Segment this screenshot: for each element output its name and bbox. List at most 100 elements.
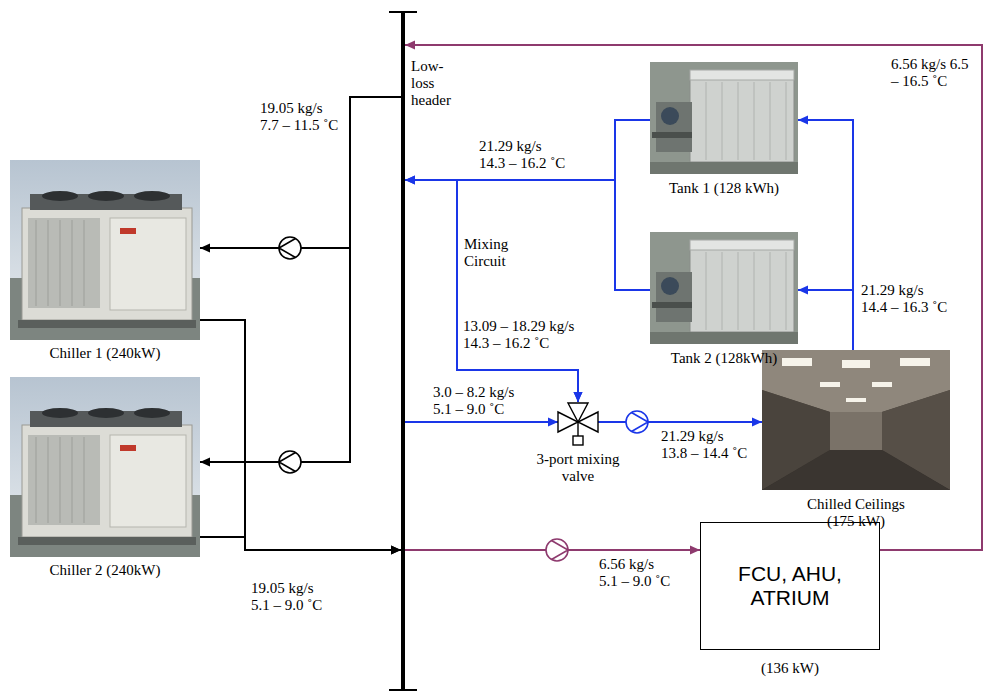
ceiling-photo-part [900,358,930,366]
pump-symbol-part [279,237,301,259]
pump-symbol [279,451,301,473]
arrow-head [405,176,415,185]
pipe-line [200,97,401,462]
ceiling-photo-part [872,382,892,387]
pump-symbol [546,539,568,561]
flow-label: 21.29 kg/s 14.3 – 16.2 ˚C [478,138,571,172]
pipe-connector [200,97,401,467]
pipe-connector [200,537,401,555]
pipe-connector [200,97,401,253]
circuit-label: Mixing Circuit [463,236,509,270]
chiller-photo-part [10,160,200,340]
arrow-head [391,546,401,555]
node-caption: (136 kW) [761,660,819,677]
arrow-head [391,546,401,555]
tank-photo [650,62,798,174]
storage-tank: Tank 2 (128kWh) [650,232,798,344]
pump-symbol-part [546,539,568,561]
pipe-line [798,120,853,350]
flow-label: 3.0 – 8.2 kg/s 5.1 – 9.0 ˚C [432,384,520,418]
terminal-units-box: FCU, AHU, ATRIUM(136 kW) [700,522,880,650]
pipe-connector [405,176,650,291]
pipe-line [405,421,558,423]
ceiling-photo-part [842,360,870,368]
flow-label: 6.56 kg/s 5.1 – 9.0 ˚C [598,556,676,590]
pipe-line [457,120,650,402]
tank-photo-part [650,62,798,174]
header-caps [389,12,417,690]
flow-label: 21.29 kg/s 14.4 – 16.3 ˚C [860,282,953,316]
pump-symbol [626,411,648,433]
ceiling-photo-part [782,358,812,366]
ceiling-photo-part [846,398,866,402]
pipe-connector [405,120,650,185]
chiller-photo [10,377,200,557]
arrow-head [200,244,210,253]
arrow-head [798,286,808,295]
pipe-line [457,180,650,402]
pump-symbol-part [552,541,569,560]
mixing-valve: 3-port mixing valve [558,402,598,446]
chiller-photo-part [10,377,200,557]
chiller-unit: Chiller 2 (240kW) [10,377,200,557]
node-label: Tank 2 (128kWh) [671,350,777,367]
node-label: Tank 1 (128 kWh) [669,180,779,197]
pipe-connector [405,41,982,551]
pipe-line [405,120,650,180]
flow-label: 13.09 – 18.29 kg/s 14.3 – 16.2 ˚C [462,318,580,352]
pipe-connector [200,320,401,555]
pump-symbol [279,237,301,259]
tank-photo-part [650,232,798,344]
mixing-valve-symbol-part [568,403,588,422]
pipe-line [200,537,401,550]
arrow-head [548,418,558,427]
arrow-head [574,392,583,402]
node-label: Low- loss header [411,58,451,108]
flow-label: 21.29 kg/s 13.8 – 14.4 ˚C [660,428,753,462]
pipe-connector [598,418,762,427]
node-label: FCU, AHU, ATRIUM [736,562,845,610]
chiller-photo [10,160,200,340]
flow-label: 19.05 kg/s 5.1 – 9.0 ˚C [250,580,328,614]
pipe-line [405,180,650,290]
pump-symbol-part [626,411,648,433]
pump-symbol-part [279,451,301,473]
flow-label: 19.05 kg/s 7.7 – 11.5 ˚C [259,100,344,134]
pipe-line [200,320,401,550]
pump-symbol-part [632,413,649,432]
chilled-ceiling: Chilled Ceilings (175 kW) [762,350,950,490]
chiller-unit: Chiller 1 (240kW) [10,160,200,340]
pipe-connector [457,180,650,402]
arrow-head [574,392,583,402]
ceiling-photo-part [762,450,950,490]
node-label: Chilled Ceilings (175 kW) [805,496,907,530]
arrow-head [798,116,808,125]
ceiling-photo-part [762,350,950,490]
pipe-connector [457,120,650,402]
flow-label: 6.56 kg/s 6.5 – 16.5 ˚C [890,56,975,90]
mixing-valve-symbol-part [573,436,583,445]
storage-tank: Tank 1 (128 kWh) [650,62,798,174]
ceiling-photo-part [820,382,840,387]
pipe-line [405,45,982,550]
arrow-head [752,418,762,427]
node-label: Chiller 1 (240kW) [50,345,161,362]
node-label: 3-port mixing valve [535,451,622,485]
ceiling-photo-part [830,412,882,450]
low-loss-header: Low- loss header [401,12,405,690]
pipe-line [200,97,401,248]
arrow-head [405,176,415,185]
pump-symbol-part [279,453,296,472]
pipe-connector [405,418,558,427]
pump-symbol-part [279,239,296,258]
pipe-connector [798,116,853,351]
arrow-head [200,458,210,467]
arrow-head [690,546,700,555]
mixing-valve-symbol [558,403,598,445]
arrow-head [405,41,415,50]
pipe-line [798,290,853,350]
ceiling-photo [762,350,950,490]
tank-photo [650,232,798,344]
